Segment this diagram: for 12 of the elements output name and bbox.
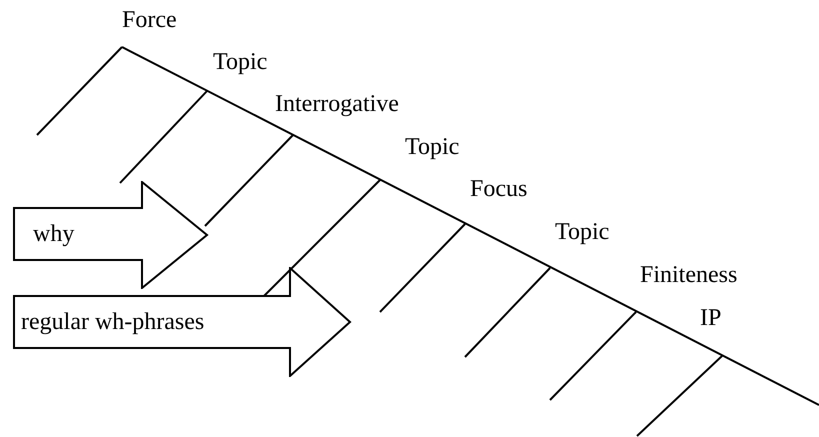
block-arrow [13, 181, 209, 289]
category-label: Topic [213, 48, 268, 76]
category-label: Focus [470, 175, 528, 203]
category-label: Interrogative [275, 90, 399, 118]
arrow-label: why [33, 220, 74, 248]
category-label: Finiteness [640, 261, 738, 289]
category-label: Force [122, 6, 177, 34]
arrow-label: regular wh-phrases [21, 308, 204, 336]
category-label: IP [700, 304, 722, 332]
category-label: Topic [555, 218, 610, 246]
block-arrow [13, 267, 352, 377]
category-label: Topic [405, 133, 460, 161]
